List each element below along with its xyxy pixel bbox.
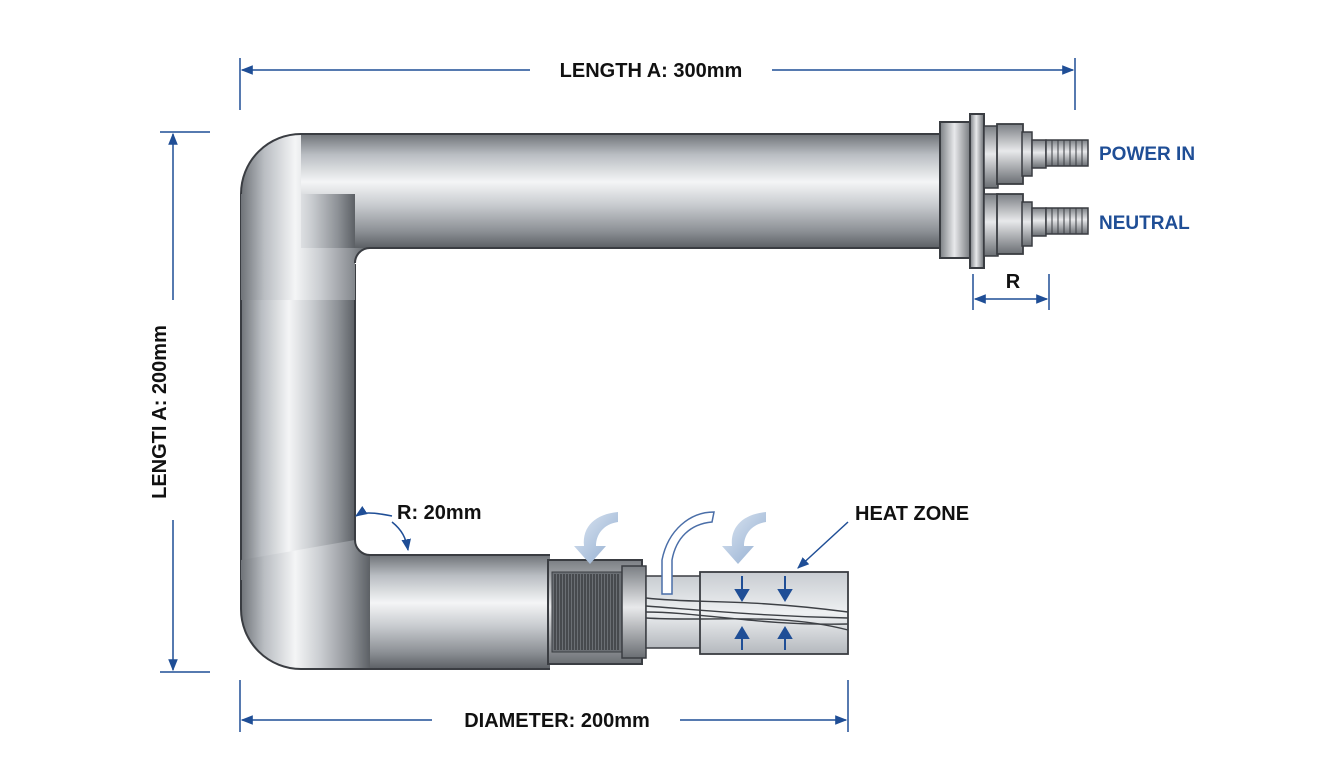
heat-flow-arrows bbox=[734, 576, 793, 650]
bend-radius-leader bbox=[355, 506, 393, 517]
power-in-nut bbox=[996, 123, 1024, 185]
neutral-nut bbox=[996, 193, 1024, 255]
airflow-arrow-1 bbox=[574, 512, 618, 564]
resistance-wires bbox=[645, 597, 849, 631]
heat-zone-sheath bbox=[699, 571, 849, 655]
length-top-label: LENGTH A: 300mm bbox=[560, 60, 743, 82]
power-in-label: POWER IN bbox=[1099, 144, 1195, 165]
airflow-arrow-2 bbox=[661, 511, 715, 595]
dimension-lines bbox=[160, 58, 1076, 732]
tube-bottom-bend bbox=[241, 540, 370, 669]
tube-top-section bbox=[300, 134, 948, 248]
neutral-stud bbox=[1045, 207, 1089, 235]
heating-tube bbox=[240, 133, 948, 670]
neutral-label: NEUTRAL bbox=[1099, 213, 1190, 234]
diameter-label: DIAMETER: 200mm bbox=[464, 710, 650, 732]
mounting-flange bbox=[939, 121, 973, 259]
tube-cutaway bbox=[547, 511, 849, 665]
heat-zone-leader bbox=[797, 521, 849, 569]
heat-zone-label: HEAT ZONE bbox=[855, 503, 969, 525]
tube-top-bend bbox=[241, 134, 370, 300]
bend-radius-label: R: 20mm bbox=[397, 502, 481, 524]
airflow-arrows bbox=[574, 511, 766, 595]
terminal-assembly bbox=[939, 113, 1089, 269]
neutral-terminal bbox=[983, 193, 1089, 257]
power-in-stud bbox=[1045, 139, 1089, 167]
coil-winding-lines bbox=[554, 574, 619, 650]
power-in-terminal bbox=[983, 123, 1089, 189]
length-side-label: LENGTI A: 200mm bbox=[149, 325, 171, 499]
terminal-r-label: R bbox=[1006, 271, 1021, 293]
airflow-arrow-3 bbox=[722, 512, 766, 564]
